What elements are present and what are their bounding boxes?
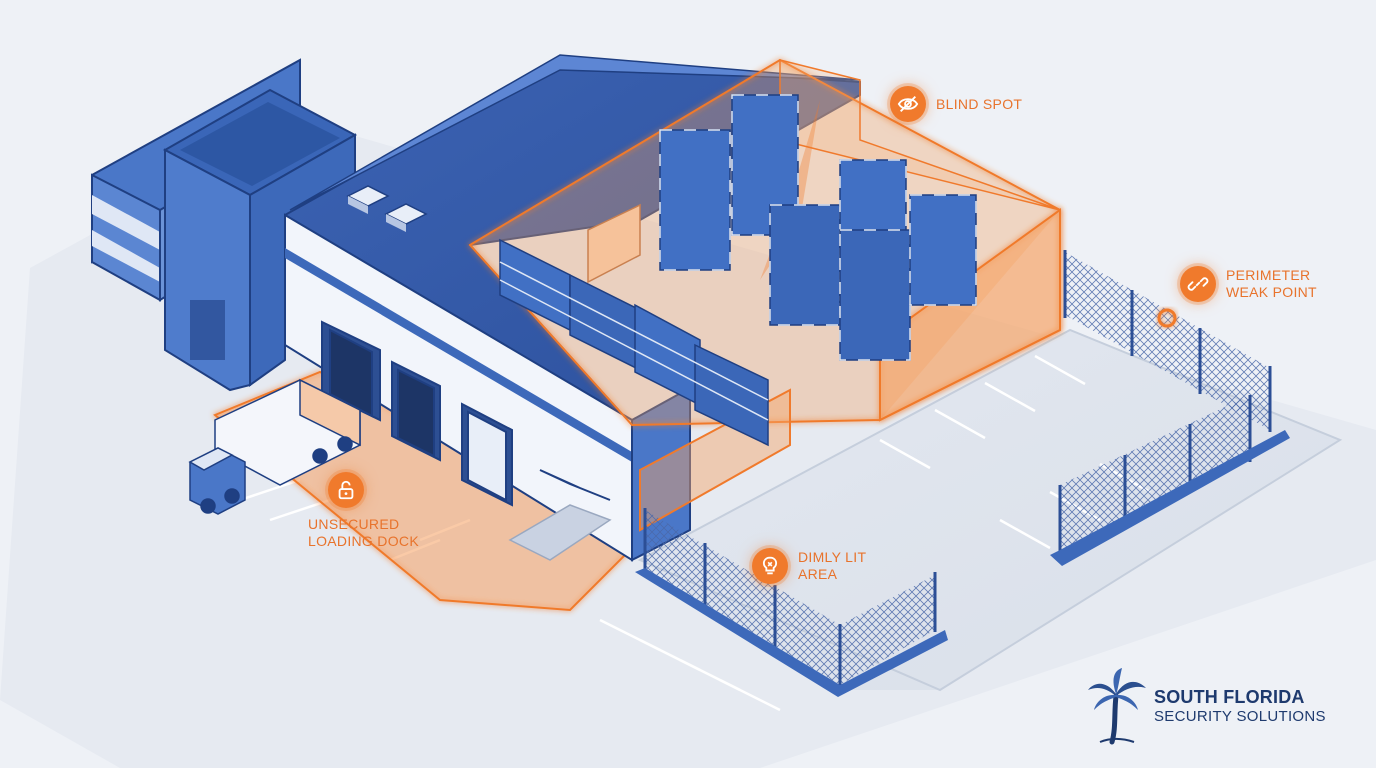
- dock-ramp: [508, 504, 612, 561]
- blind-spot-line1: BLIND SPOT: [936, 95, 1023, 112]
- dimly-lit-line1: DIMLY LIT: [798, 549, 867, 565]
- loading-dock-label: UNSECURED LOADING DOCK: [308, 516, 419, 550]
- roof-vents: [346, 185, 428, 232]
- brand-subtitle: SECURITY SOLUTIONS: [1154, 708, 1326, 725]
- brand-text: SOUTH FLORIDA SECURITY SOLUTIONS: [1154, 687, 1326, 727]
- rack-row-back: [659, 94, 977, 361]
- callout-perimeter-weak-point: PERIMETER WEAK POINT: [1180, 266, 1317, 302]
- loading-dock-line2: LOADING DOCK: [308, 533, 419, 549]
- dock-doors: [321, 320, 611, 507]
- fence-right: [1050, 250, 1290, 566]
- perimeter-line1: PERIMETER: [1226, 267, 1311, 283]
- perimeter-line2: WEAK POINT: [1226, 284, 1317, 300]
- brand-logo: SOUTH FLORIDA SECURITY SOLUTIONS: [1086, 668, 1326, 746]
- interior-right-wall: [879, 208, 1061, 422]
- office-block: [91, 58, 358, 392]
- dimly-lit-label: DIMLY LIT AREA: [798, 549, 866, 583]
- brand-name: SOUTH FLORIDA: [1154, 687, 1305, 707]
- blind-spot-label: BLIND SPOT: [936, 96, 1022, 113]
- callout-dimly-lit-area: DIMLY LIT AREA: [752, 548, 866, 584]
- perimeter-weak-point-marker: [1157, 308, 1177, 328]
- dimly-lit-line2: AREA: [798, 566, 838, 582]
- parking-lot: [640, 330, 1340, 690]
- eye-slash-icon: [890, 86, 926, 122]
- loading-dock-line1: UNSECURED: [308, 516, 400, 532]
- palm-tree-icon: [1088, 668, 1146, 745]
- interior-door: [587, 203, 641, 284]
- callout-unsecured-loading-dock: UNSECURED LOADING DOCK: [308, 472, 419, 550]
- lightbulb-x-icon: [752, 548, 788, 584]
- fence-front: [635, 508, 948, 697]
- unlocked-padlock-icon: [328, 472, 364, 508]
- rack-row-front: [499, 238, 769, 447]
- callout-blind-spot: BLIND SPOT: [890, 86, 1022, 122]
- truck: [188, 378, 361, 515]
- broken-link-icon: [1180, 266, 1216, 302]
- perimeter-label: PERIMETER WEAK POINT: [1226, 267, 1317, 301]
